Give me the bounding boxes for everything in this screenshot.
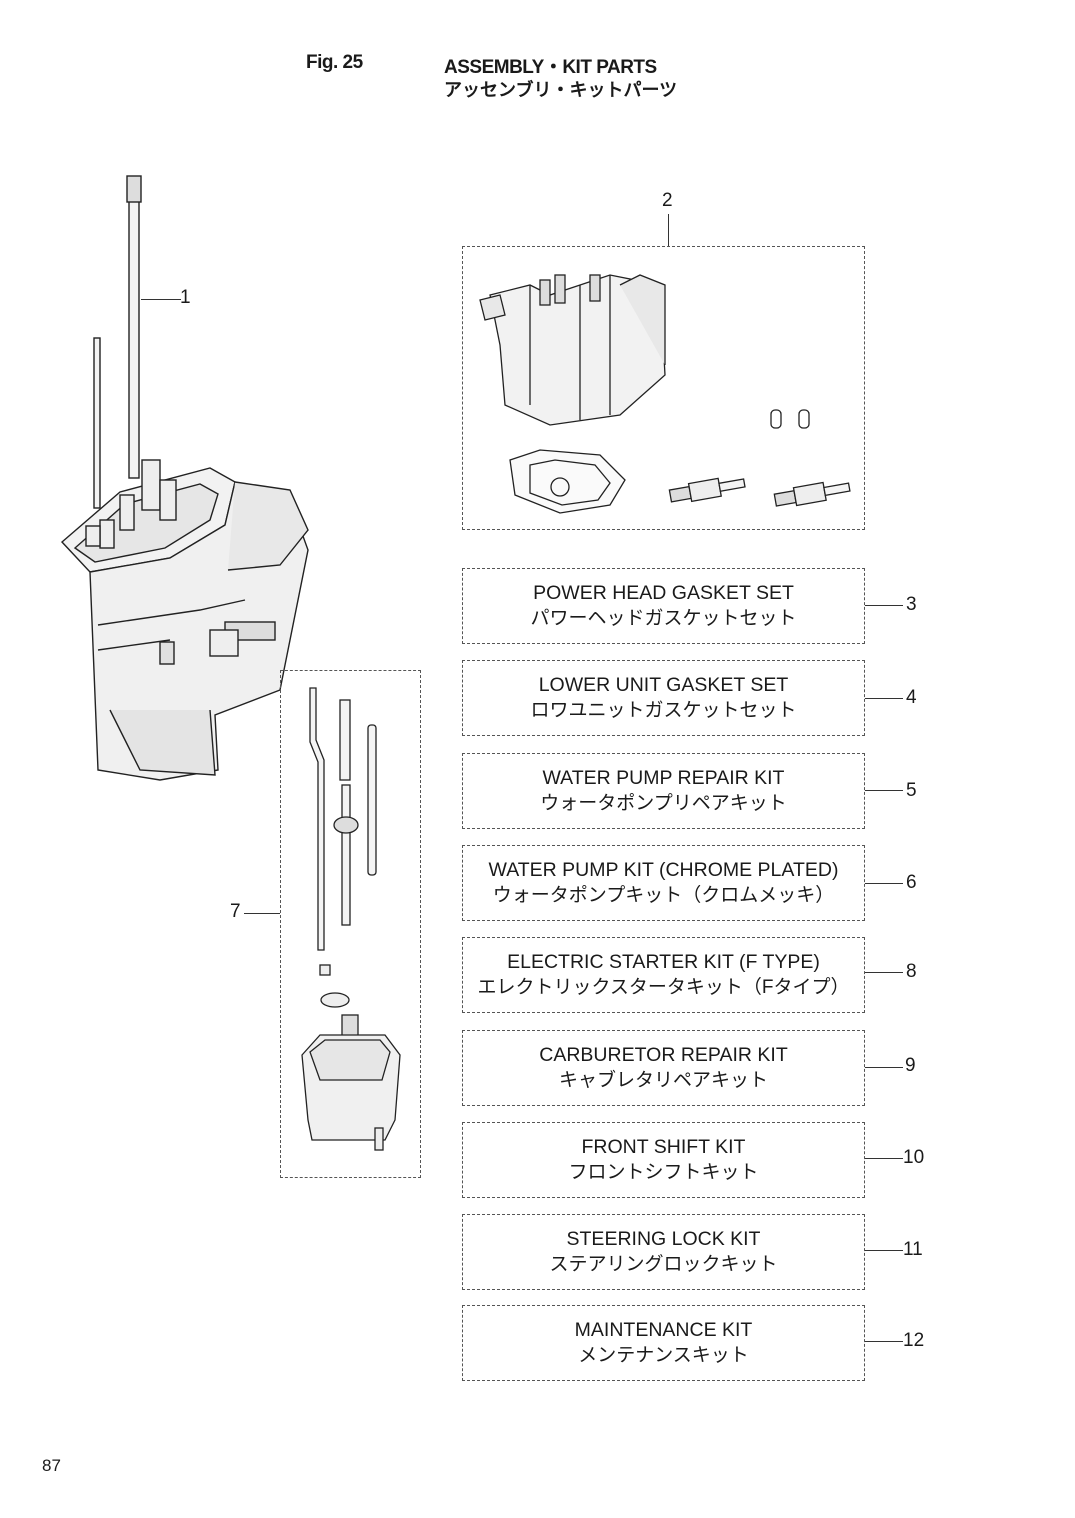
kit-box-water-pump-chrome: WATER PUMP KIT (CHROME PLATED) ウォータポンプキッ… xyxy=(462,845,865,921)
kit-name-jp: ステアリングロックキット xyxy=(549,1254,778,1275)
kit-name-jp: ウォータポンプリペアキット xyxy=(540,793,787,814)
kit-name-jp: フロントシフトキット xyxy=(568,1162,759,1183)
callout-12: 12 xyxy=(903,1330,925,1351)
page-title-en: ASSEMBLY・KIT PARTS xyxy=(444,57,657,78)
kit-box-maintenance: MAINTENANCE KIT メンテナンスキット xyxy=(462,1305,865,1381)
callout-9: 9 xyxy=(905,1055,916,1076)
leader-line-7 xyxy=(244,913,280,915)
callout-1: 1 xyxy=(180,287,191,308)
kit-box-power-head-gasket: POWER HEAD GASKET SET パワーヘッドガスケットセット xyxy=(462,568,865,644)
callout-7: 7 xyxy=(230,901,241,922)
kit-box-carburetor-repair: CARBURETOR REPAIR KIT キャブレタリペアキット xyxy=(462,1030,865,1106)
kit-name-en: LOWER UNIT GASKET SET xyxy=(538,674,789,696)
kit-name-jp: ウォータポンプキット（クロムメッキ） xyxy=(492,885,835,906)
kit-name-jp: エレクトリックスタータキット（Fタイプ） xyxy=(477,977,850,998)
callout-2: 2 xyxy=(662,190,673,211)
leader-line-3 xyxy=(865,605,903,607)
kit-name-jp: ロワユニットガスケットセット xyxy=(530,700,797,721)
kit-box-steering-lock: STEERING LOCK KIT ステアリングロックキット xyxy=(462,1214,865,1290)
callout-3: 3 xyxy=(906,594,917,615)
callout-10: 10 xyxy=(903,1147,925,1168)
leader-line-9 xyxy=(865,1067,903,1069)
callout-8: 8 xyxy=(906,961,917,982)
leader-line-12 xyxy=(865,1341,903,1343)
kit-name-en: ELECTRIC STARTER KIT (F TYPE) xyxy=(507,951,820,973)
water-pump-kit-box xyxy=(280,670,421,1178)
leader-line-4 xyxy=(865,698,903,700)
kit-name-jp: パワーヘッドガスケットセット xyxy=(530,608,797,629)
leader-line-8 xyxy=(865,972,903,974)
kit-name-en: FRONT SHIFT KIT xyxy=(581,1136,746,1158)
leader-line-10 xyxy=(865,1158,903,1160)
callout-11: 11 xyxy=(903,1239,923,1260)
leader-line-6 xyxy=(865,883,903,885)
leader-line-11 xyxy=(865,1250,903,1252)
kit-box-water-pump-repair: WATER PUMP REPAIR KIT ウォータポンプリペアキット xyxy=(462,753,865,829)
kit-box-lower-unit-gasket: LOWER UNIT GASKET SET ロワユニットガスケットセット xyxy=(462,660,865,736)
leader-line-2 xyxy=(668,214,670,246)
kit-name-en: WATER PUMP KIT (CHROME PLATED) xyxy=(488,859,839,881)
kit-name-en: POWER HEAD GASKET SET xyxy=(533,582,794,604)
kit-name-en: WATER PUMP REPAIR KIT xyxy=(542,767,785,789)
page-number: 87 xyxy=(42,1456,61,1475)
callout-5: 5 xyxy=(906,780,917,801)
figure-number: Fig. 25 xyxy=(306,52,363,73)
kit-box-front-shift: FRONT SHIFT KIT フロントシフトキット xyxy=(462,1122,865,1198)
leader-line-1 xyxy=(141,299,181,301)
callout-4: 4 xyxy=(906,687,917,708)
lower-unit-illustration xyxy=(60,175,309,781)
kit-name-jp: メンテナンスキット xyxy=(578,1345,749,1366)
page-title-jp: アッセンブリ・キットパーツ xyxy=(444,80,678,100)
kit-name-en: MAINTENANCE KIT xyxy=(574,1319,753,1341)
kit-name-en: STEERING LOCK KIT xyxy=(566,1228,761,1250)
kit-name-jp: キャブレタリペアキット xyxy=(558,1070,768,1091)
power-head-illustration xyxy=(479,274,851,514)
power-head-kit-box xyxy=(462,246,865,530)
kit-name-en: CARBURETOR REPAIR KIT xyxy=(539,1044,788,1066)
leader-line-5 xyxy=(865,790,903,792)
kit-box-electric-starter: ELECTRIC STARTER KIT (F TYPE) エレクトリックスター… xyxy=(462,937,865,1013)
callout-6: 6 xyxy=(906,872,917,893)
shaft-kit-illustration xyxy=(301,687,401,1151)
